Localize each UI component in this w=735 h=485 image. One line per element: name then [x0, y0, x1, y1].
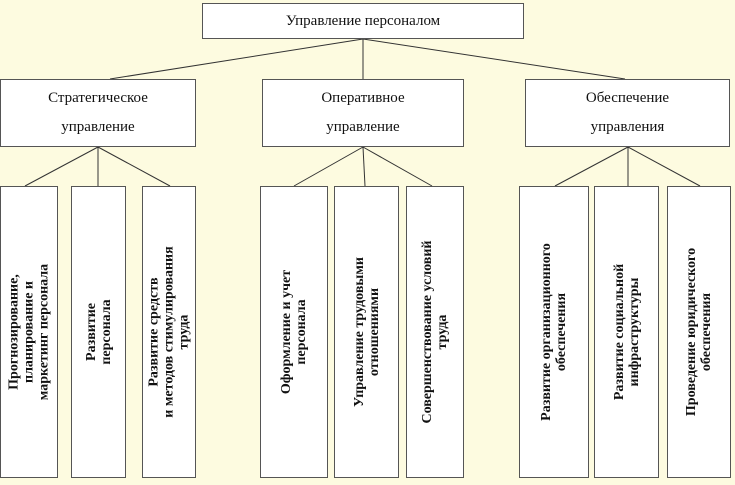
leaf-text: Развитие персонала — [83, 299, 114, 365]
leaf-incentive-methods: Развитие средств и методов стимулировани… — [142, 186, 196, 478]
support-line-2: управления — [590, 119, 665, 135]
leaf-text: Прогнозирование, планирование и маркетин… — [6, 263, 52, 401]
leaf-working-conditions: Совершенствование условий труда — [406, 186, 464, 478]
leaf-text: Проведение юридического обеспечения — [684, 247, 714, 417]
leaf-text: Оформление и учет персонала — [279, 269, 309, 395]
connector-root-support — [362, 38, 626, 80]
connector-strategic-leaf-3 — [97, 146, 171, 187]
operational-management-node: Оперативное управление — [262, 79, 464, 147]
leaf-social-infrastructure: Развитие социальной инфраструктуры — [594, 186, 659, 478]
connector-operational-leaf-2 — [362, 146, 366, 187]
leaf-organizational-support: Развитие организационного обеспечения — [519, 186, 589, 478]
connector-strategic-leaf-1 — [24, 146, 99, 187]
leaf-text: Развитие социальной инфраструктуры — [611, 263, 642, 401]
strategic-line-2: управление — [61, 119, 135, 135]
strategic-management-node: Стратегическое управление — [0, 79, 196, 147]
leaf-labor-relations: Управление трудовыми отношениями — [334, 186, 399, 478]
connector-operational-leaf-1 — [293, 146, 364, 187]
connector-root-strategic — [109, 38, 364, 80]
leaf-text: Развитие средств и методов стимулировани… — [146, 246, 192, 418]
strategic-line-1: Стратегическое — [48, 90, 148, 106]
leaf-text: Управление трудовыми отношениями — [351, 257, 382, 407]
operational-line-1: Оперативное — [321, 90, 405, 106]
connector-support-leaf-3 — [627, 146, 701, 187]
support-line-1: Обеспечение — [585, 90, 670, 106]
leaf-personnel-development: Развитие персонала — [71, 186, 126, 478]
leaf-registration-accounting: Оформление и учет персонала — [260, 186, 328, 478]
root-label: Управление персоналом — [285, 12, 441, 29]
management-support-node: Обеспечение управления — [525, 79, 730, 147]
leaf-legal-support: Проведение юридического обеспечения — [667, 186, 731, 478]
connector-support-leaf-1 — [554, 146, 629, 187]
leaf-forecasting-planning-marketing: Прогнозирование, планирование и маркетин… — [0, 186, 58, 478]
root-node: Управление персоналом — [202, 3, 524, 39]
connector-operational-leaf-3 — [362, 146, 433, 187]
operational-line-2: управление — [326, 119, 400, 135]
leaf-text: Развитие организационного обеспечения — [539, 243, 569, 421]
leaf-text: Совершенствование условий труда — [420, 240, 450, 424]
